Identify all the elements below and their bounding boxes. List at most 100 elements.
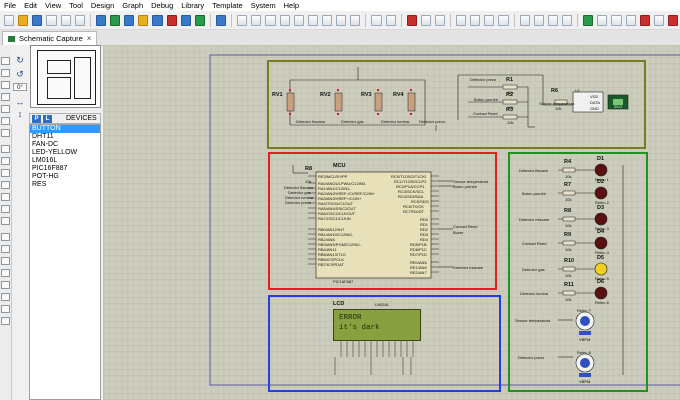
menu-system[interactable]: System xyxy=(250,1,276,10)
help-icon[interactable] xyxy=(216,14,227,26)
cut-icon[interactable] xyxy=(406,14,417,26)
search-tag-icon[interactable] xyxy=(597,14,608,26)
buses-icon[interactable] xyxy=(1,117,10,125)
redo-icon[interactable] xyxy=(385,14,396,26)
packaging-tool-icon[interactable] xyxy=(547,14,558,26)
import-icon[interactable] xyxy=(46,14,57,26)
schematic-canvas[interactable]: RV1 RV2 RV3 RV4 Detector flacano Detecto… xyxy=(103,45,680,400)
make-device-icon[interactable] xyxy=(533,14,544,26)
pick-device-icon[interactable] xyxy=(519,14,530,26)
text-script-icon[interactable] xyxy=(1,105,10,113)
zoom-in-icon[interactable] xyxy=(307,14,318,26)
zoom-all-icon[interactable] xyxy=(336,14,347,26)
selection-mode-icon[interactable] xyxy=(1,57,10,65)
menu-view[interactable]: View xyxy=(45,1,62,10)
path-mode-icon[interactable] xyxy=(1,281,10,289)
pick-devices-button[interactable]: P xyxy=(32,114,41,123)
copy-icon[interactable] xyxy=(420,14,431,26)
overview-window[interactable] xyxy=(30,45,101,108)
zoom-area-icon[interactable] xyxy=(350,14,361,26)
device-item[interactable]: BUTTON xyxy=(30,125,100,133)
probe-mode-icon[interactable] xyxy=(1,205,10,213)
device-item[interactable]: FAN-DC xyxy=(32,141,59,148)
property-tool-icon[interactable] xyxy=(611,14,622,26)
schematic-icon[interactable] xyxy=(110,14,121,26)
device-item[interactable]: RES xyxy=(32,181,47,188)
device-pins-icon[interactable] xyxy=(1,157,10,165)
undo-icon[interactable] xyxy=(371,14,382,26)
block-delete-icon[interactable] xyxy=(498,14,509,26)
save-icon[interactable] xyxy=(32,14,43,26)
menu-debug[interactable]: Debug xyxy=(151,1,174,10)
close-project-icon[interactable] xyxy=(74,14,85,26)
junction-dot-icon[interactable] xyxy=(1,81,10,89)
lcd-wiring xyxy=(334,341,414,375)
source-code-icon[interactable] xyxy=(180,14,191,26)
new-sheet-icon[interactable] xyxy=(625,14,636,26)
open-folder-icon[interactable] xyxy=(18,14,29,26)
menu-design[interactable]: Design xyxy=(90,1,115,10)
generator-mode-icon[interactable] xyxy=(1,193,10,201)
netlist-icon[interactable] xyxy=(667,14,679,26)
gallery-icon[interactable] xyxy=(138,14,149,26)
menu-help[interactable]: Help xyxy=(283,1,300,10)
rotate-counterclockwise-icon[interactable]: ↺ xyxy=(16,69,24,79)
remove-sheet-icon[interactable] xyxy=(639,14,650,26)
text-mode-icon[interactable] xyxy=(1,293,10,301)
origin-icon[interactable] xyxy=(265,14,276,26)
component-mode-icon[interactable] xyxy=(1,69,10,77)
bill-of-materials-icon[interactable] xyxy=(152,14,163,26)
virtual-instruments-icon[interactable] xyxy=(1,217,10,225)
block-copy-icon[interactable] xyxy=(455,14,467,26)
device-item[interactable]: LM016L xyxy=(32,157,58,164)
menu-graph[interactable]: Graph xyxy=(122,1,144,10)
pan-icon[interactable] xyxy=(293,14,304,26)
device-item[interactable]: DHT11 xyxy=(32,133,54,140)
refresh-icon[interactable] xyxy=(237,14,248,26)
symbol-mode-icon[interactable] xyxy=(1,305,10,313)
rotation-angle-field[interactable]: 0° xyxy=(13,83,27,91)
design-explorer-icon[interactable] xyxy=(166,14,177,26)
menu-template[interactable]: Template xyxy=(212,1,243,10)
export-icon[interactable] xyxy=(60,14,71,26)
arc-mode-icon[interactable] xyxy=(1,269,10,277)
active-popup-icon[interactable] xyxy=(1,181,10,189)
wire-autorouter-icon[interactable] xyxy=(583,14,594,26)
box-mode-icon[interactable] xyxy=(1,245,10,253)
led-ref: D1 xyxy=(597,156,605,162)
paste-icon[interactable] xyxy=(434,14,446,26)
new-file-icon[interactable] xyxy=(4,14,15,26)
goto-child-icon[interactable] xyxy=(653,14,664,26)
mirror-horizontal-icon[interactable]: ↔ xyxy=(15,97,25,107)
device-item[interactable]: PIC16F887 xyxy=(32,165,68,172)
terminals-icon[interactable] xyxy=(1,145,10,153)
library-manager-button[interactable]: L xyxy=(43,114,52,123)
wire-label-icon[interactable] xyxy=(1,93,10,101)
menu-edit[interactable]: Edit xyxy=(24,1,38,10)
resistor-value: 10k xyxy=(507,90,514,95)
decompose-icon[interactable] xyxy=(561,14,573,26)
device-item[interactable]: LED-YELLOW xyxy=(32,149,78,156)
line-mode-icon[interactable] xyxy=(1,233,10,241)
home-icon[interactable] xyxy=(95,14,106,26)
rotate-clockwise-icon[interactable]: ↻ xyxy=(16,55,24,65)
pcb-layout-icon[interactable] xyxy=(124,14,135,26)
marker-mode-icon[interactable] xyxy=(1,317,10,325)
block-move-icon[interactable] xyxy=(470,14,481,26)
block-rotate-icon[interactable] xyxy=(484,14,495,26)
grid-toggle-icon[interactable] xyxy=(251,14,262,26)
device-item[interactable]: POT-HG xyxy=(32,173,59,180)
menu-library[interactable]: Library xyxy=(181,1,205,10)
menu-tool[interactable]: Tool xyxy=(69,1,83,10)
3d-viewer-icon[interactable] xyxy=(194,14,206,26)
net-label: Detector flacano xyxy=(296,119,326,124)
tab-schematic-capture[interactable]: Schematic Capture × xyxy=(2,31,98,45)
circle-mode-icon[interactable] xyxy=(1,257,10,265)
mirror-vertical-icon[interactable]: ↕ xyxy=(17,109,23,119)
zoom-out-icon[interactable] xyxy=(322,14,333,26)
menu-file[interactable]: File xyxy=(4,1,17,10)
crosshair-icon[interactable] xyxy=(279,14,290,26)
graph-mode-icon[interactable] xyxy=(1,169,10,177)
subcircuit-icon[interactable] xyxy=(1,129,10,137)
close-tab-icon[interactable]: × xyxy=(86,34,92,43)
